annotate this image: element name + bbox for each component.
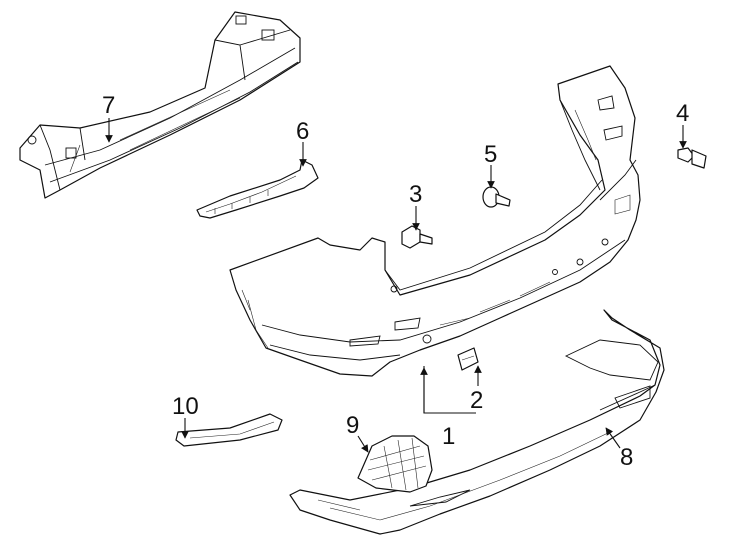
callout-2: 2 — [470, 387, 483, 414]
leader-lines — [105, 118, 687, 453]
leader-9 — [357, 435, 369, 453]
callout-numbers: 7 6 3 5 4 2 1 8 9 10 — [102, 92, 689, 471]
part-8-lower-valance — [289, 309, 665, 535]
part-4-screw — [677, 147, 707, 169]
callout-4: 4 — [676, 100, 689, 127]
part-6-bracket — [196, 159, 319, 219]
callout-6: 6 — [296, 118, 309, 145]
callout-10: 10 — [172, 393, 199, 420]
part-1-bumper-cover — [229, 65, 641, 377]
callout-7: 7 — [102, 92, 115, 119]
part-2-small-bracket — [457, 347, 479, 371]
part-3-bolt — [401, 225, 433, 249]
callout-9: 9 — [346, 412, 359, 439]
part-10-reflector-strip — [175, 413, 283, 447]
callout-8: 8 — [620, 444, 633, 471]
leader-8 — [605, 427, 621, 449]
part-7-reinforcement-beam — [19, 11, 301, 199]
callout-3: 3 — [409, 181, 422, 208]
leader-1 — [423, 366, 476, 414]
part-9-insert — [357, 435, 433, 493]
callout-1: 1 — [442, 423, 455, 450]
part-5-clip — [482, 186, 511, 208]
callout-5: 5 — [484, 141, 497, 168]
